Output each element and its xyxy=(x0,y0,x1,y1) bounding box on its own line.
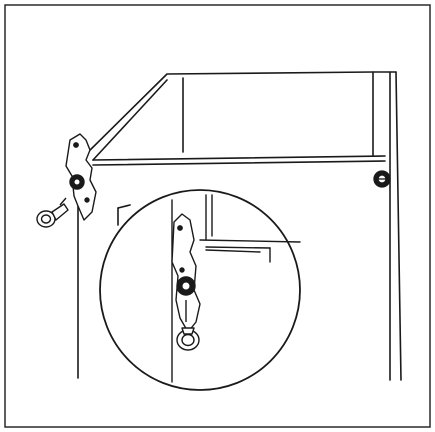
detail-magnifier xyxy=(99,189,301,391)
door-hinge-assembly-icon xyxy=(36,133,97,228)
magnified-hinge-icon xyxy=(171,213,201,351)
hinge-bolt-icon xyxy=(373,170,391,188)
